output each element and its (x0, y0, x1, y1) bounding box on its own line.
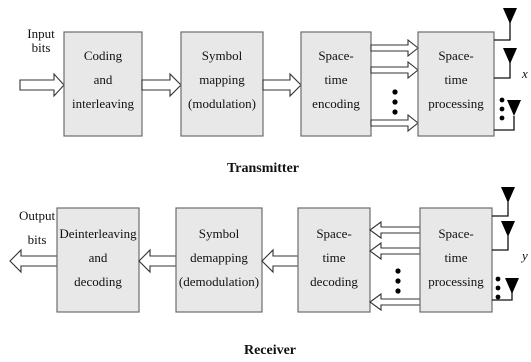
encoding-parallel-arrow-1 (370, 38, 419, 58)
rx-processing-line-1: Space- (438, 226, 473, 241)
ellipsis-dot (499, 115, 505, 121)
rx-antenna-1 (492, 187, 515, 217)
tx-processing-line-1: Space- (438, 48, 473, 63)
rx-processing-line-2: time (444, 250, 467, 265)
tx-antenna-2 (494, 48, 517, 79)
mapping-block-line-1: Symbol (202, 48, 243, 63)
space-time-processing-tx-block: Space- time processing (417, 31, 495, 137)
tx-antenna-1 (494, 8, 517, 41)
coding-block-line-1: Coding (84, 48, 123, 63)
coding-block-line-2: and (94, 72, 113, 87)
tx-processing-line-2: time (444, 72, 467, 87)
deinterleaving-block-line-3: decoding (74, 274, 122, 289)
transmitter-section: Input bits Coding and interleaving Symbo… (19, 8, 528, 176)
input-label-line-1: Input (27, 26, 55, 41)
rx-antenna-3 (492, 278, 519, 301)
rx-antenna-2 (492, 221, 515, 251)
encoding-parallel-arrow-3 (370, 113, 419, 133)
deinterleaving-block-line-1: Deinterleaving (59, 226, 137, 241)
encoding-block-line-2: time (324, 72, 347, 87)
output-arrow (9, 248, 58, 274)
coding-block-line-3: interleaving (72, 96, 135, 111)
ellipsis-dot (495, 294, 501, 300)
ellipsis-dot (392, 99, 398, 105)
tx-antenna-3 (494, 100, 521, 131)
demapping-block-line-1: Symbol (199, 226, 240, 241)
decoding-block-line-3: decoding (310, 274, 358, 289)
symbol-mapping-block: Symbol mapping (modulation) (180, 31, 264, 137)
input-label-line-2: bits (32, 40, 51, 55)
decoding-block-line-2: time (322, 250, 345, 265)
deinterleaving-block-line-2: and (89, 250, 108, 265)
decoding-parallel-arrow-2 (369, 241, 421, 261)
space-time-decoding-block: Space- time decoding (297, 207, 371, 313)
output-label-line-1: Output (19, 208, 56, 223)
rx-side-label: y (520, 248, 528, 263)
space-time-processing-rx-block: Space- time processing (419, 207, 493, 313)
tx-side-label: x (521, 66, 528, 81)
encoding-block-line-1: Space- (318, 48, 353, 63)
ellipsis-dot (395, 288, 401, 294)
decoding-parallel-arrow-3 (369, 292, 421, 312)
deinterleaving-decoding-block: Deinterleaving and decoding (56, 207, 140, 313)
output-label-line-2: bits (28, 232, 47, 247)
receiver-caption: Receiver (244, 343, 296, 358)
demapping-block-line-2: demapping (190, 250, 248, 265)
ellipsis-dot (499, 97, 505, 103)
space-time-encoding-block: Space- time encoding (300, 31, 372, 137)
encoding-parallel-arrow-2 (370, 60, 419, 80)
coding-interleaving-block: Coding and interleaving (63, 31, 143, 137)
coding-to-mapping-arrow (141, 72, 182, 98)
mapping-block-line-2: mapping (199, 72, 245, 87)
mapping-block-line-3: (modulation) (188, 96, 256, 111)
ellipsis-dot (395, 278, 401, 284)
ellipsis-dot (395, 268, 401, 274)
tx-processing-line-3: processing (428, 96, 484, 111)
mapping-to-encoding-arrow (262, 72, 302, 98)
transmitter-caption: Transmitter (227, 161, 299, 176)
decoding-parallel-arrow-1 (369, 220, 421, 240)
input-arrow (19, 72, 65, 98)
rx-processing-line-3: processing (428, 274, 484, 289)
symbol-demapping-block: Symbol demapping (demodulation) (175, 207, 263, 313)
decoding-block-line-1: Space- (316, 226, 351, 241)
ellipsis-dot (495, 285, 501, 291)
ellipsis-dot (499, 106, 505, 112)
ellipsis-dot (392, 109, 398, 115)
ellipsis-dot (392, 89, 398, 95)
ellipsis-dot (495, 276, 501, 282)
receiver-section: Output bits Deinterleaving and decoding … (9, 187, 528, 358)
decoding-to-demapping-arrow (261, 248, 299, 274)
demapping-to-decoding-arrow (138, 248, 177, 274)
encoding-block-line-3: encoding (312, 96, 360, 111)
demapping-block-line-3: (demodulation) (179, 274, 259, 289)
